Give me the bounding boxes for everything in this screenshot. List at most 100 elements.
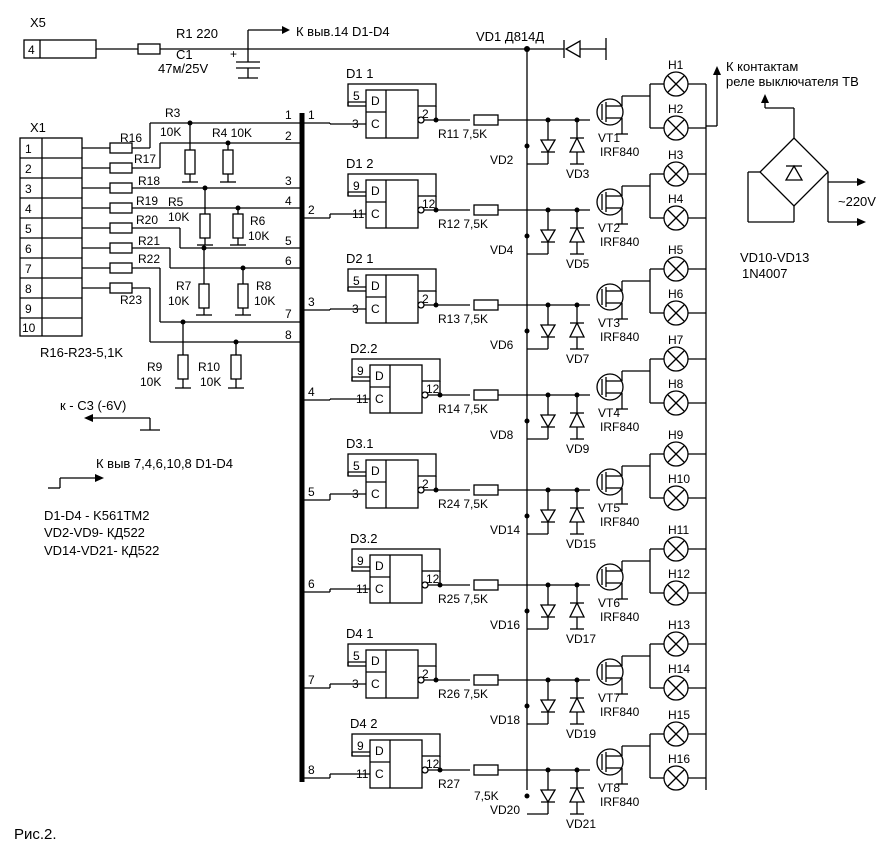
diode-a-label-7: VD18: [490, 713, 520, 727]
rail-node-4: [524, 418, 530, 424]
trigger-c-pin-5: 3: [352, 487, 359, 501]
diode-a-4: [539, 414, 557, 429]
trigger-d-4: D: [375, 369, 384, 383]
r19-resistor: [109, 202, 133, 214]
gate-resistor-label-8: R27: [438, 777, 460, 791]
bus-in-2: 2: [285, 129, 292, 143]
trigger-c-2: C: [371, 207, 380, 221]
trigger-out-node-8: [437, 767, 443, 773]
diode-a-label-2: VD4: [490, 243, 514, 257]
trigger-out-node-6: [437, 582, 443, 588]
r7-value: 10K: [168, 294, 189, 308]
rail-node-3: [524, 328, 530, 334]
vd1-label: VD1 Д814Д: [476, 29, 544, 44]
trigger-out-node-4: [437, 392, 443, 398]
trigger-out-pin-1: 2: [422, 107, 429, 121]
c1-plus: +: [230, 47, 237, 61]
mains-arrow-2: [857, 218, 866, 226]
mosfet-type-3: IRF840: [600, 330, 640, 344]
trigger-out-pin-4: 12: [426, 382, 440, 396]
x1-pin-3: 3: [25, 182, 32, 196]
r8-label: R8: [256, 279, 272, 293]
x1-pin-9: 9: [25, 302, 32, 316]
r22-resistor: [109, 262, 133, 274]
rail-node-1: [524, 143, 530, 149]
relay-label-2: реле выключателя ТВ: [726, 74, 859, 89]
chips-note: D1-D4 - K561TM2: [44, 508, 149, 523]
pin14-label: К выв.14 D1-D4: [296, 24, 390, 39]
r8-value: 10K: [254, 294, 275, 308]
trigger-box-1: [365, 89, 419, 139]
lamp-4-cross-b: [667, 209, 685, 227]
x1-pin-2: 2: [25, 162, 32, 176]
bus-branch-number-7: 7: [308, 673, 315, 687]
mosfet-body-3: [596, 283, 624, 311]
r1-resistor: [137, 43, 161, 55]
gate-resistor-6: [473, 579, 499, 591]
x1-pin-10: 10: [22, 321, 36, 335]
r3-value: 10K: [160, 125, 181, 139]
mosfet-label-2: VT2: [598, 221, 620, 235]
r5-resistor: [199, 213, 211, 239]
relay-arrow: [713, 66, 721, 75]
gate-resistor-1: [473, 114, 499, 126]
trigger-c-pin-8: 11: [356, 767, 369, 781]
diodes-note-1: VD2-VD9- КД522: [44, 525, 145, 540]
mosfet-label-3: VT3: [598, 316, 620, 330]
lamp-14-label: H14: [668, 662, 690, 676]
gate-resistor-8: [473, 764, 499, 776]
gate-resistor-label-3: R13 7,5K: [438, 312, 488, 326]
vd1-zener: [564, 39, 581, 59]
trigger-out-node-3: [433, 302, 439, 308]
gate-resistor-7: [473, 674, 499, 686]
lamp-1-label: H1: [668, 58, 684, 72]
trigger-s-pin-1: 5: [353, 89, 360, 103]
r9-label: R9: [147, 360, 163, 374]
r5-value: 10K: [168, 210, 189, 224]
notes: к - C3 (-6V) К выв 7,4,6,10,8 D1-D4 D1-D…: [14, 398, 233, 843]
gate-resistor-3: [473, 299, 499, 311]
trigger-box-3: [365, 274, 419, 324]
lamp-3-label: H3: [668, 148, 684, 162]
lamp-9-cross-b: [667, 445, 685, 463]
trigger-name-8: D4 2: [350, 716, 377, 731]
trigger-d-2: D: [371, 184, 380, 198]
trigger-s-pin-8: 9: [357, 739, 364, 753]
gate-resistor-4: [473, 389, 499, 401]
x1-pin-4: 4: [25, 202, 32, 216]
resistor-note: R16-R23-5,1K: [40, 345, 123, 360]
x5-connector: [23, 39, 97, 59]
trigger-c-8: C: [375, 767, 384, 781]
rail-node-8: [524, 793, 530, 799]
diode-b-label-2: VD5: [566, 257, 590, 271]
diode-b-4: [568, 411, 586, 428]
lamp-4-label: H4: [668, 192, 684, 206]
lamp-8-label: H8: [668, 377, 684, 391]
diode-b-8: [568, 786, 586, 803]
bridge-type: 1N4007: [742, 266, 788, 281]
lamp-7-label: H7: [668, 333, 684, 347]
r21-label: R21: [138, 234, 160, 248]
trigger-d-8: D: [375, 744, 384, 758]
trigger-box-5: [365, 459, 419, 509]
gate-resistor-5: [473, 484, 499, 496]
mains-arrow-1: [857, 178, 866, 186]
trigger-c-1: C: [371, 117, 380, 131]
r18-label: R18: [138, 174, 160, 188]
r7-label: R7: [176, 279, 192, 293]
mosfet-body-7: [596, 658, 624, 686]
diode-a-label-3: VD6: [490, 338, 514, 352]
mosfet-body-5: [596, 468, 624, 496]
lamp-11-label: H11: [668, 523, 689, 537]
lamp-10-label: H10: [668, 472, 690, 486]
diode-b-label-6: VD17: [566, 632, 596, 646]
trigger-c-5: C: [371, 487, 380, 501]
diode-b-1: [568, 136, 586, 153]
pins-arrow: [95, 474, 104, 482]
signal-bus: 1 2 3 4 5 6 7 8: [285, 108, 305, 782]
mosfet-type-7: IRF840: [600, 705, 640, 719]
trigger-box-4: [369, 364, 423, 414]
diode-a-label-5: VD14: [490, 523, 520, 537]
bus-branch-number-8: 8: [308, 763, 315, 777]
